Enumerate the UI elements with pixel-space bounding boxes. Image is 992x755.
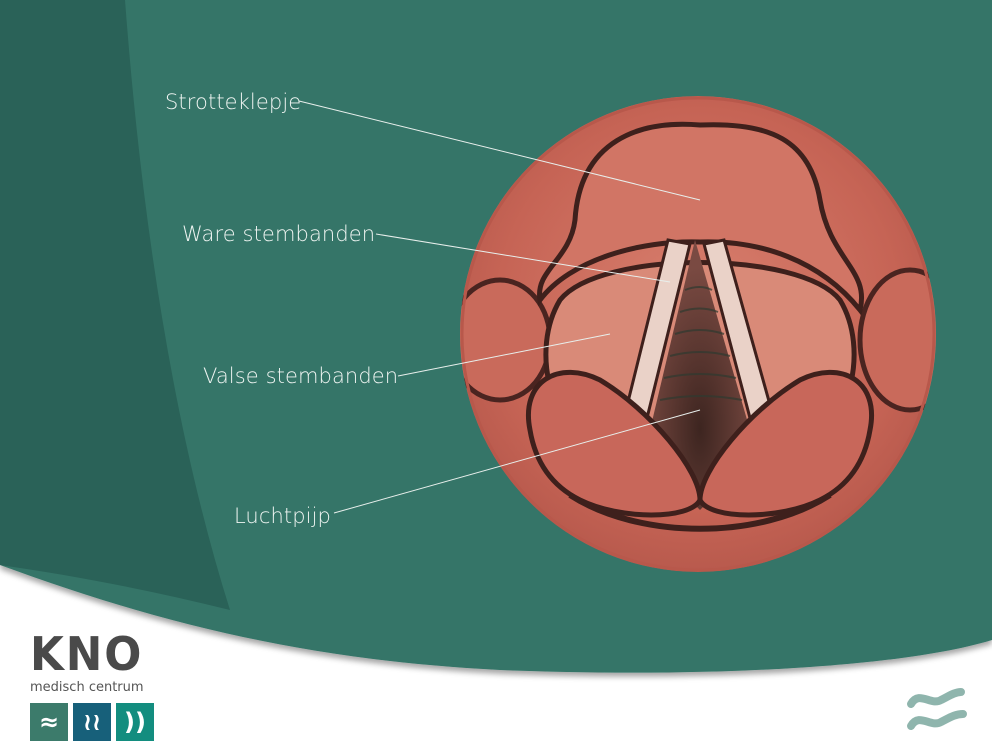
approx-waves-icon	[907, 688, 967, 730]
leader-lines	[298, 100, 701, 514]
logo-wordmark: KNO	[30, 627, 144, 681]
label-valse-stembanden: Valse stembanden	[203, 364, 399, 388]
vertical-waves-icon: ≀≀	[73, 703, 111, 741]
label-strotteklepje: Strotteklepje	[165, 90, 302, 114]
sound-waves-icon: ))	[116, 703, 154, 741]
approx-waves-icon: ≈	[30, 703, 68, 741]
logo-subtitle: medisch centrum	[30, 680, 144, 695]
logo-tiles: ≈ ≀≀ ))	[30, 703, 160, 741]
larynx-illustration	[460, 96, 936, 572]
kno-logo: KNO medisch centrum ≈ ≀≀ ))	[30, 627, 160, 741]
label-luchtpijp: Luchtpijp	[234, 504, 331, 528]
label-ware-stembanden: Ware stembanden	[182, 222, 376, 246]
